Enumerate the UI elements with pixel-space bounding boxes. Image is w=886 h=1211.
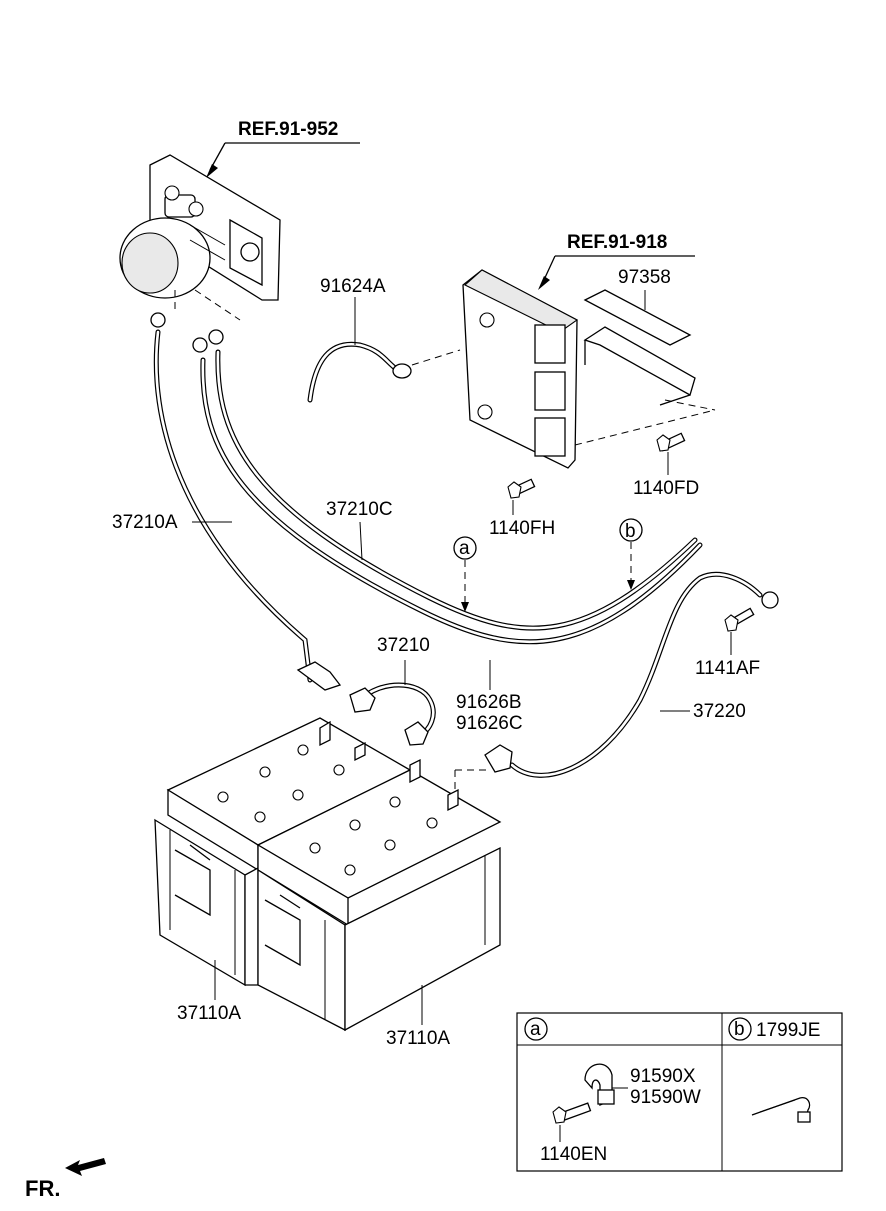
label-37210C[interactable]: 37210C	[326, 499, 393, 520]
legend-a-part1[interactable]: 91590X	[630, 1066, 696, 1087]
bolt-1140FD	[656, 432, 686, 475]
label-37210A[interactable]: 37210A	[112, 512, 178, 533]
label-37220[interactable]: 37220	[693, 701, 746, 722]
legend-a-letter: a	[530, 1019, 541, 1040]
label-37110A-right[interactable]: 37110A	[386, 1028, 450, 1049]
front-direction-indicator: FR.	[25, 1158, 106, 1201]
label-1140FH[interactable]: 1140FH	[489, 518, 555, 539]
ref-91-952-assembly: REF.91-952	[119, 119, 360, 321]
label-91624A[interactable]: 91624A	[320, 276, 386, 297]
ref-91-952-label[interactable]: REF.91-952	[238, 119, 338, 140]
ref-91-918-label[interactable]: REF.91-918	[567, 232, 667, 253]
cable-37220	[454, 571, 779, 795]
direction-label: FR.	[25, 1176, 60, 1201]
callout-b: b	[619, 518, 643, 590]
callout-a: a	[453, 536, 477, 612]
cable-37210C	[192, 329, 703, 645]
label-97358[interactable]: 97358	[618, 267, 671, 288]
battery-right	[256, 769, 502, 1032]
legend-table: a b 1799JE 91590X 91590W 1140EN	[516, 1012, 843, 1172]
legend-b-part[interactable]: 1799JE	[756, 1020, 820, 1041]
label-37110A-left[interactable]: 37110A	[177, 1003, 241, 1024]
label-37210[interactable]: 37210	[377, 635, 430, 656]
label-1140FD[interactable]: 1140FD	[633, 478, 699, 499]
legend-b-letter: b	[734, 1019, 745, 1040]
ground-strap-91624A	[307, 297, 461, 403]
ref-91-918-assembly: REF.91-918	[462, 232, 716, 469]
bolt-1141AF	[724, 607, 755, 655]
label-1141AF[interactable]: 1141AF	[695, 658, 760, 679]
callout-a-letter: a	[459, 538, 470, 559]
arrow-left-icon	[65, 1158, 106, 1176]
callout-b-letter: b	[625, 521, 636, 542]
bolt-1140FH	[507, 478, 536, 515]
legend-a-part2[interactable]: 91590W	[630, 1087, 701, 1108]
cable-37210A	[150, 312, 313, 683]
battery-caps	[217, 720, 459, 876]
legend-a-part3[interactable]: 1140EN	[540, 1144, 607, 1165]
label-91626B[interactable]: 91626B	[456, 692, 522, 713]
label-91626C[interactable]: 91626C	[456, 713, 523, 734]
cable-37210	[296, 660, 436, 746]
